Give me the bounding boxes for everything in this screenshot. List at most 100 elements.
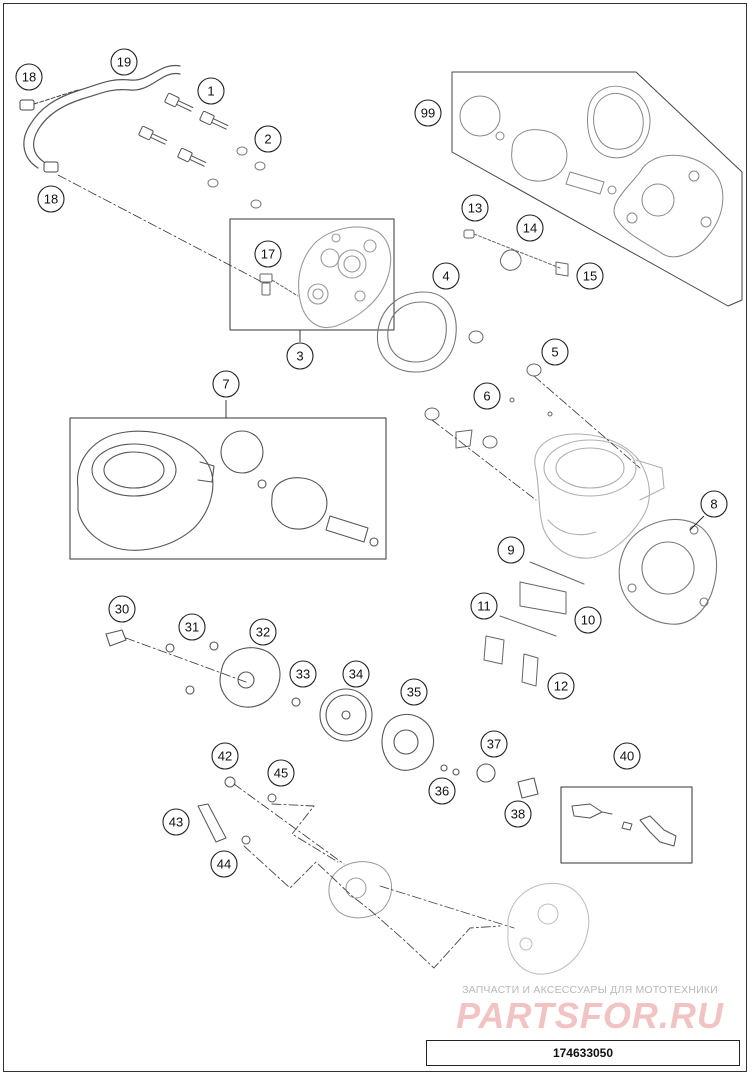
head-gasket: [376, 291, 457, 373]
callout-circle: [267, 759, 295, 787]
callout-label: 99: [421, 106, 435, 121]
callout-45: 45: [267, 759, 295, 787]
callout-43: 43: [162, 808, 190, 836]
head-bolts: [138, 92, 229, 167]
spark-plug: [259, 273, 299, 297]
kit-3-box: [229, 218, 395, 331]
copper-washers: [207, 146, 266, 209]
callout-circle: [211, 742, 239, 770]
callout-circle: [700, 490, 728, 518]
callout-circle: [414, 99, 442, 127]
callout-circle: [162, 808, 190, 836]
callout-label: 11: [477, 599, 491, 614]
callout-2: 2: [254, 125, 282, 153]
callout-38: 38: [504, 800, 532, 828]
callout-label: 35: [407, 685, 421, 700]
kit-40-parts: [571, 803, 677, 847]
cylinder-head: [298, 226, 392, 328]
temp-sensor-parts: [463, 229, 569, 277]
watermark-brand: PARTSFOR.RU: [456, 995, 724, 1036]
cylinder-body: [534, 433, 665, 559]
callout-36: 36: [428, 777, 456, 805]
callout-9: 9: [497, 536, 525, 564]
kit-7-box: [69, 417, 387, 560]
callout-label: 43: [169, 815, 183, 830]
callout-circle: [342, 660, 370, 688]
callout-label: 1: [207, 84, 214, 99]
callout-14: 14: [516, 214, 544, 242]
callout-99: 99: [414, 99, 442, 127]
callout-31: 31: [178, 613, 206, 641]
callout-10: 10: [574, 606, 602, 634]
callout-13: 13: [461, 194, 489, 222]
callout-label: 44: [217, 857, 231, 872]
callout-circle: [516, 214, 544, 242]
callout-label: 18: [22, 70, 36, 85]
callout-label: 33: [296, 667, 310, 682]
callout-4: 4: [432, 262, 460, 290]
callout-30: 30: [108, 595, 136, 623]
callout-3: 3: [286, 342, 314, 370]
callout-1: 1: [197, 77, 225, 105]
callout-label: 31: [185, 620, 199, 635]
callout-circle: [254, 125, 282, 153]
callout-11: 11: [470, 592, 498, 620]
drawing-number: 174633050: [426, 1040, 740, 1066]
callout-circle: [574, 606, 602, 634]
callout-circle: [254, 240, 282, 268]
callout-circle: [428, 777, 456, 805]
callout-circle: [178, 613, 206, 641]
callout-circle: [480, 730, 508, 758]
callout-label: 32: [256, 625, 270, 640]
callout-circle: [613, 742, 641, 770]
callout-label: 6: [483, 389, 490, 404]
callout-40: 40: [613, 742, 641, 770]
base-gasket: [618, 519, 718, 625]
callout-circle: [541, 338, 569, 366]
callout-circle: [110, 48, 138, 76]
hose-clip-top: [19, 89, 79, 111]
callout-12: 12: [547, 672, 575, 700]
kit-99-box: [451, 71, 743, 307]
callout-label: 34: [349, 667, 363, 682]
callout-label: 40: [620, 749, 634, 764]
callout-label: 9: [507, 543, 514, 558]
callout-circle: [497, 536, 525, 564]
callout-circle: [576, 262, 604, 290]
kit-7-parts: [76, 430, 379, 551]
hose-clip-bottom: [43, 161, 263, 283]
kit-99-parts: [459, 85, 724, 258]
callout-18: 18: [15, 63, 43, 91]
callout-label: 38: [511, 807, 525, 822]
callout-circle: [400, 678, 428, 706]
callout-17: 17: [254, 240, 282, 268]
callout-35: 35: [400, 678, 428, 706]
callout-label: 14: [523, 221, 537, 236]
callout-32: 32: [249, 618, 277, 646]
callout-5: 5: [541, 338, 569, 366]
callout-circle: [210, 850, 238, 878]
callout-circle: [461, 194, 489, 222]
callout-label: 7: [222, 377, 229, 392]
callout-42: 42: [211, 742, 239, 770]
callout-label: 15: [583, 269, 597, 284]
callout-circle: [286, 342, 314, 370]
callout-leaders: [225, 330, 705, 531]
callout-6: 6: [473, 382, 501, 410]
callout-circle: [249, 618, 277, 646]
water-pump-parts: [105, 629, 539, 799]
callout-label: 30: [115, 602, 129, 617]
callout-circle: [432, 262, 460, 290]
callout-label: 5: [551, 345, 558, 360]
callout-label: 8: [710, 497, 717, 512]
callout-circle: [212, 370, 240, 398]
callout-37: 37: [480, 730, 508, 758]
sheet-border: [3, 3, 747, 1072]
callout-circle: [108, 595, 136, 623]
callout-label: 17: [261, 247, 275, 262]
callout-circle: [547, 672, 575, 700]
callout-circle: [37, 185, 65, 213]
callout-label: 19: [117, 55, 131, 70]
